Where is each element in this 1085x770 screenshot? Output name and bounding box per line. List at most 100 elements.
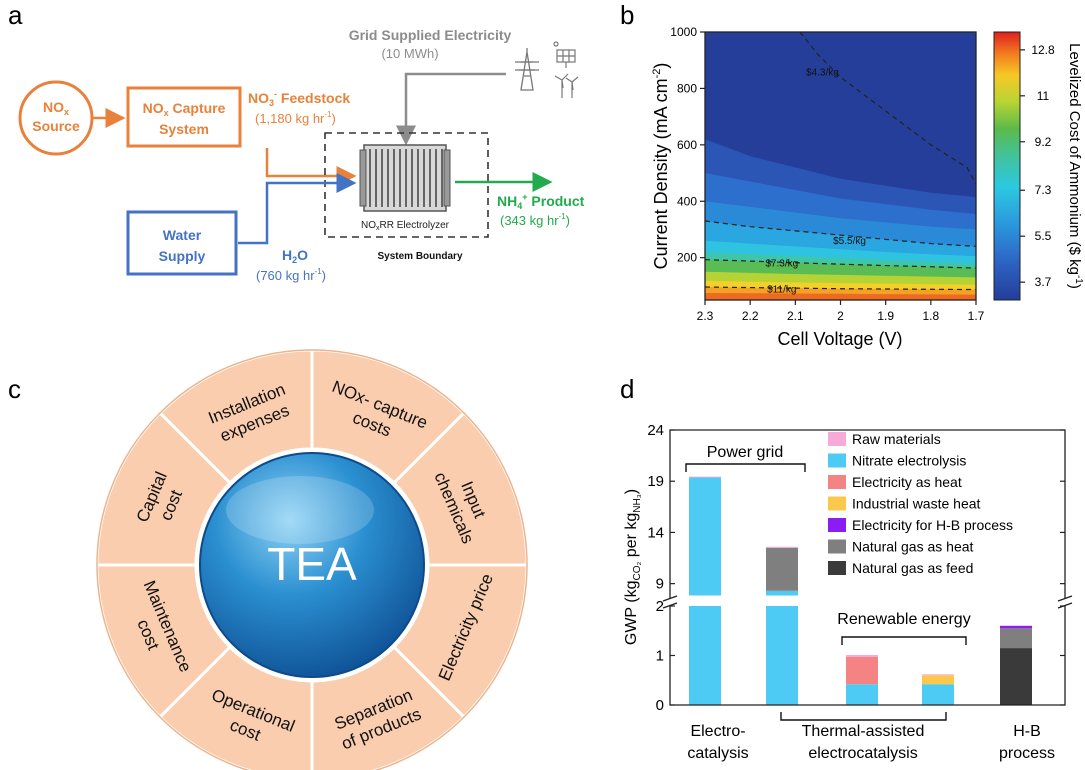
product-label: NH4+ Product xyxy=(497,192,585,211)
y-axis-title-d: GWP (kgCO₂ per kgNH₃) xyxy=(623,489,643,645)
bar-segment xyxy=(766,547,798,591)
x-category-label: electrocatalysis xyxy=(808,745,917,762)
x-tick-label-b: 2.2 xyxy=(742,309,759,323)
panel-label-c: c xyxy=(8,374,21,404)
h2o-rate: (760 kg hr-1) xyxy=(256,267,326,283)
bar-segment xyxy=(766,590,798,599)
x-category-label: catalysis xyxy=(687,745,748,762)
grid-label: Grid Supplied Electricity xyxy=(349,27,512,43)
colorbar-title: Levelized Cost of Ammonium ($ kg-1) xyxy=(1066,43,1084,289)
panel-label-d: d xyxy=(620,374,634,404)
bar-segment xyxy=(689,477,721,599)
contour-label: $4.3/kg xyxy=(806,67,839,78)
x-tick-label-b: 1.7 xyxy=(968,309,985,323)
arrow-grid-to-electrolyzer xyxy=(396,72,506,146)
colorbar-tick-label: 12.8 xyxy=(1031,43,1055,57)
bar-segment xyxy=(922,675,954,685)
bar-segment xyxy=(689,476,721,478)
feedstock-label: NO3- Feedstock xyxy=(248,89,350,108)
bar-break-gap xyxy=(688,595,722,600)
tea-hub-highlight xyxy=(226,476,374,544)
bar-segment xyxy=(846,656,878,685)
contour-line xyxy=(799,32,976,185)
electrolyzer-label: NOxRR Electrolyzer xyxy=(361,220,450,232)
wind-turbine-icon xyxy=(554,73,579,98)
tea-hub-label: TEA xyxy=(267,538,357,590)
system-boundary-label: System Boundary xyxy=(377,251,462,262)
colorbar-tick-label: 3.7 xyxy=(1035,275,1052,289)
legend-swatch xyxy=(828,518,846,532)
contour-label: $11/kg xyxy=(767,284,796,295)
bar-segment xyxy=(922,674,954,676)
system-boundary-box xyxy=(324,132,489,238)
nox-source-label-2: Source xyxy=(32,118,80,134)
legend-swatch xyxy=(828,432,846,446)
legend-swatch xyxy=(828,496,846,511)
product-rate: (343 kg hr-1) xyxy=(500,212,570,228)
legend-label: Natural gas as heat xyxy=(852,539,974,555)
legend-swatch xyxy=(828,561,846,575)
power-grid-label: Power grid xyxy=(707,444,783,461)
electrolyzer-icon xyxy=(359,144,451,212)
legend-label: Nitrate electrolysis xyxy=(852,453,966,469)
x-axis-title-b: Cell Voltage (V) xyxy=(777,329,902,349)
contour-line xyxy=(705,286,976,291)
x-tick-label-b: 2.3 xyxy=(697,309,714,323)
solar-panel-icon xyxy=(553,41,576,68)
grid-amount: (10 MWh) xyxy=(381,46,438,61)
renewable-bracket xyxy=(841,636,967,645)
bar-segment xyxy=(1000,628,1032,649)
y-tick-label-d: 1 xyxy=(656,648,664,665)
y-tick-label-b: 200 xyxy=(677,251,697,265)
h2o-label: H2O xyxy=(282,247,308,265)
feedstock-rate: (1,180 kg hr-1) xyxy=(255,110,336,126)
y-tick-label-d: 19 xyxy=(647,473,664,490)
capture-system-label-2: System xyxy=(159,121,209,137)
capture-system-node xyxy=(126,86,242,148)
heatmap-band xyxy=(705,292,976,300)
bar-segment xyxy=(922,684,954,705)
y-tick-label-b: 400 xyxy=(677,194,697,208)
x-tick-label-b: 1.8 xyxy=(922,309,939,323)
water-supply-node xyxy=(126,210,238,276)
tea-hub xyxy=(199,452,425,678)
x-category-label: Electro- xyxy=(690,723,745,740)
bar-segment xyxy=(766,546,798,548)
panel-label-a: a xyxy=(8,0,23,30)
x-category-label: process xyxy=(999,745,1055,762)
transmission-tower-icon xyxy=(515,48,539,91)
contour-label: $7.3/kg xyxy=(765,258,798,269)
bar-segment xyxy=(1000,648,1032,705)
bar-segment xyxy=(1000,625,1032,629)
nox-source-node xyxy=(18,80,94,156)
x-category-label: H-B xyxy=(1013,723,1041,740)
colorbar-tick-label: 7.3 xyxy=(1035,183,1052,197)
legend-label: Natural gas as feed xyxy=(852,560,973,576)
bar-segment xyxy=(846,684,878,705)
legend-swatch xyxy=(828,453,846,468)
legend-swatch xyxy=(828,475,846,489)
contour-label: $5.5/kg xyxy=(833,236,866,247)
arrow-water-to-electrolyzer xyxy=(238,173,357,245)
contour-line xyxy=(705,259,976,269)
bar-segment xyxy=(689,606,721,705)
x-category-label: Thermal-assisted xyxy=(802,723,925,740)
colorbar-tick-label: 9.2 xyxy=(1035,135,1052,149)
colorbar-tick-label: 11 xyxy=(1037,89,1050,103)
colorbar-tick-label: 5.5 xyxy=(1035,229,1052,243)
power-grid-bracket xyxy=(685,463,806,472)
x-tick-label-b: 2.1 xyxy=(787,309,804,323)
water-supply-label: Water xyxy=(163,227,202,243)
y-tick-label-d: 9 xyxy=(656,576,664,593)
y-tick-label-d: 24 xyxy=(647,422,664,439)
y-tick-label-b: 600 xyxy=(677,138,697,152)
colorbar xyxy=(993,31,1021,301)
legend-label: Industrial waste heat xyxy=(852,496,981,512)
contour-line xyxy=(705,220,976,247)
plot-frame-d xyxy=(669,429,1066,599)
y-tick-label-d: 0 xyxy=(656,697,664,714)
legend-swatch xyxy=(828,539,846,554)
